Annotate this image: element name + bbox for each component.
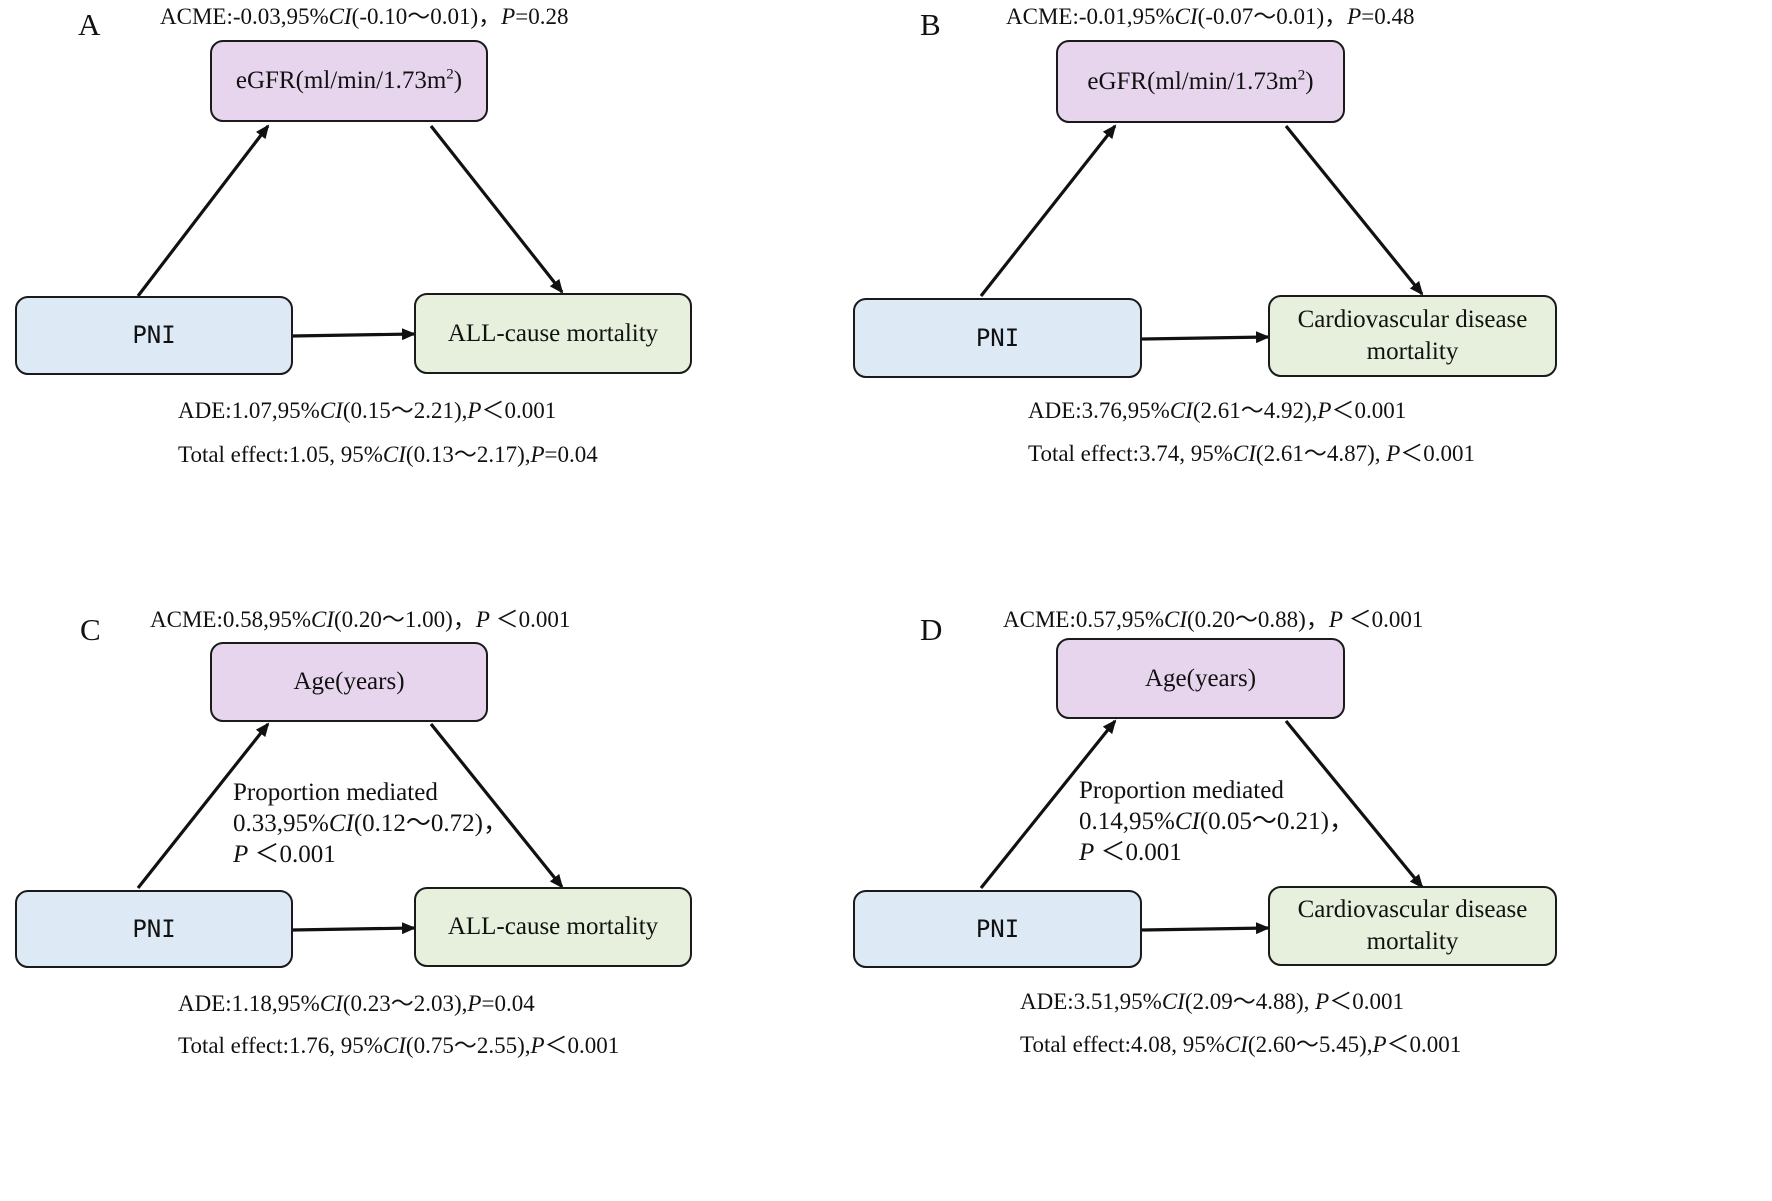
arrow-mediator-to-outcome <box>429 722 564 889</box>
outcome-label: ALL-cause mortality <box>447 319 659 347</box>
arrow-exposure-to-mediator <box>979 719 1117 890</box>
panel-d: D ACME:0.57,95%CI(0.20～0.88)，P ＜0.001 Ag… <box>840 600 1726 1200</box>
ade-text: ADE:1.18,95%CI(0.23～2.03),P=0.04 <box>178 991 535 1016</box>
mediator-box: Age(years) <box>210 642 488 722</box>
ade-text: ADE:3.76,95%CI(2.61～4.92),P＜0.001 <box>1028 398 1407 423</box>
exposure-box: PNI <box>15 890 293 968</box>
mediator-label: eGFR(ml/min/1.73m2) <box>1087 67 1314 95</box>
exposure-label: PNI <box>975 914 1020 943</box>
ade-text: ADE:1.07,95%CI(0.15～2.21),P＜0.001 <box>178 398 557 423</box>
proportion-line-1: Proportion mediated <box>1079 777 1284 804</box>
arrow-exposure-to-outcome <box>291 922 416 935</box>
mediator-label: Age(years) <box>1144 664 1257 692</box>
total-effect-text: Total effect:3.74, 95%CI(2.61～4.87), P＜0… <box>1028 441 1476 466</box>
mediator-box: Age(years) <box>1056 638 1345 719</box>
arrow-exposure-to-outcome <box>291 328 416 341</box>
panel-c-arrows <box>136 722 564 935</box>
panel-letter: A <box>78 7 101 42</box>
outcome-box: ALL-cause mortality <box>414 887 692 967</box>
outcome-box: ALL-cause mortality <box>414 293 692 374</box>
proportion-line-2: 0.14,95%CI(0.05～0.21)， <box>1079 807 1354 835</box>
acme-text: ACME:-0.01,95%CI(-0.07～0.01)，P=0.48 <box>1006 4 1415 29</box>
proportion-line-3: P ＜0.001 <box>233 840 336 868</box>
arrow-exposure-to-mediator <box>136 124 270 297</box>
arrow-exposure-to-mediator <box>979 124 1117 297</box>
total-effect-text: Total effect:1.76, 95%CI(0.75～2.55),P＜0.… <box>178 1033 620 1058</box>
panel-letter: C <box>80 612 101 647</box>
proportion-mediated-text: Proportion mediated 0.14,95%CI(0.05～0.21… <box>1079 776 1354 868</box>
proportion-mediated-text: Proportion mediated 0.33,95%CI(0.12～0.72… <box>233 778 508 870</box>
exposure-box: PNI <box>853 890 1142 968</box>
exposure-box: PNI <box>15 296 293 375</box>
total-effect-text: Total effect:4.08, 95%CI(2.60～5.45),P＜0.… <box>1020 1032 1462 1057</box>
arrow-mediator-to-outcome <box>1284 719 1424 889</box>
mediator-box: eGFR(ml/min/1.73m2) <box>210 40 488 122</box>
arrow-mediator-to-outcome <box>1284 124 1424 296</box>
panel-d-arrows <box>979 719 1424 935</box>
panel-b: B ACME:-0.01,95%CI(-0.07～0.01)，P=0.48 eG… <box>840 0 1726 600</box>
panel-b-arrows <box>979 124 1424 344</box>
exposure-label: PNI <box>132 914 176 943</box>
exposure-label: PNI <box>132 321 176 350</box>
mediator-box: eGFR(ml/min/1.73m2) <box>1056 40 1345 123</box>
arrow-exposure-to-outcome <box>1140 922 1270 935</box>
panel-a-arrows <box>136 124 564 341</box>
panel-c: C ACME:0.58,95%CI(0.20～1.00)，P ＜0.001 Ag… <box>0 600 886 1200</box>
panel-letter: B <box>920 7 941 42</box>
total-effect-text: Total effect:1.05, 95%CI(0.13～2.17),P=0.… <box>178 442 598 467</box>
arrow-mediator-to-outcome <box>429 125 564 294</box>
proportion-line-1: Proportion mediated <box>233 779 438 806</box>
exposure-box: PNI <box>853 298 1142 378</box>
proportion-line-2: 0.33,95%CI(0.12～0.72)， <box>233 809 508 837</box>
exposure-label: PNI <box>975 323 1020 352</box>
arrow-exposure-to-mediator <box>136 722 270 889</box>
outcome-label: ALL-cause mortality <box>447 913 659 940</box>
proportion-line-3: P ＜0.001 <box>1079 838 1182 866</box>
mediator-label: eGFR(ml/min/1.73m2) <box>235 66 463 94</box>
acme-text: ACME:-0.03,95%CI(-0.10～0.01)，P=0.28 <box>160 4 569 29</box>
panel-letter: D <box>920 612 943 647</box>
mediator-label: Age(years) <box>293 668 405 695</box>
panel-a: A ACME:-0.03,95%CI(-0.10～0.01)，P=0.28 eG… <box>0 0 886 600</box>
acme-text: ACME:0.57,95%CI(0.20～0.88)，P ＜0.001 <box>1003 607 1424 632</box>
ade-text: ADE:3.51,95%CI(2.09～4.88), P＜0.001 <box>1020 989 1404 1014</box>
arrow-exposure-to-outcome <box>1140 331 1270 344</box>
acme-text: ACME:0.58,95%CI(0.20～1.00)，P ＜0.001 <box>150 607 571 632</box>
